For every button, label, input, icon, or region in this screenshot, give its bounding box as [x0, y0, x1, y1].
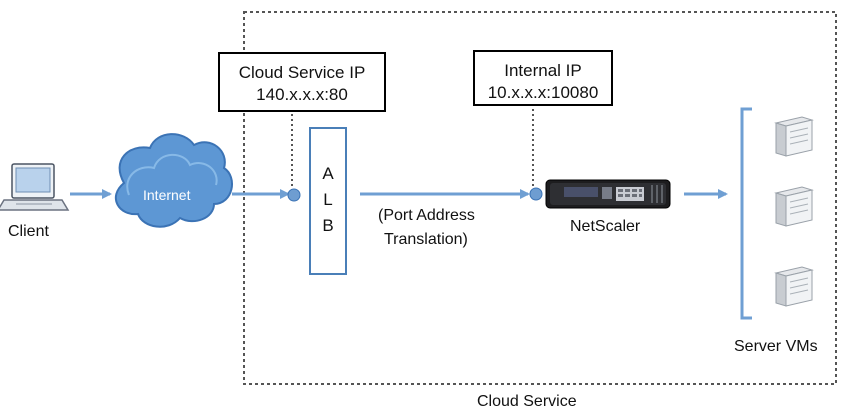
alb-box: A L B	[309, 127, 347, 275]
server-vms-label: Server VMs	[734, 338, 818, 355]
cloud-service-ip-title: Cloud Service IP	[238, 63, 366, 82]
server-icon	[774, 116, 814, 157]
internal-ip-title: Internal IP	[504, 61, 582, 80]
alb-letter-a: A	[322, 164, 334, 183]
cloud-service-ip-value: 140.x.x.x:80	[256, 85, 348, 104]
flow-arrows	[70, 189, 728, 199]
cloud-service-ip-box: Cloud Service IP 140.x.x.x:80	[218, 52, 386, 112]
server-group-bracket	[740, 107, 752, 320]
internet-cloud-icon	[114, 133, 233, 228]
netscaler-label: NetScaler	[570, 218, 641, 235]
server-icon	[774, 186, 814, 227]
internet-label: Internet	[143, 187, 191, 203]
alb-letter-b: B	[322, 216, 334, 235]
internal-ip-point	[529, 187, 543, 201]
server-icon	[774, 266, 814, 307]
port-address-label-line-2: Translation)	[384, 231, 468, 248]
port-address-label-line-1: (Port Address	[378, 207, 475, 224]
netscaler-appliance-icon	[545, 179, 671, 209]
alb-letter-l: L	[323, 190, 333, 209]
internal-ip-box: Internal IP 10.x.x.x:10080	[473, 50, 613, 106]
client-label: Client	[8, 223, 49, 240]
cloud-service-label: Cloud Service	[477, 393, 577, 410]
cloud-service-ip-point	[287, 188, 301, 202]
internal-ip-value: 10.x.x.x:10080	[487, 83, 599, 102]
cloud-service-boundary	[243, 11, 837, 385]
laptop-icon	[0, 163, 70, 211]
